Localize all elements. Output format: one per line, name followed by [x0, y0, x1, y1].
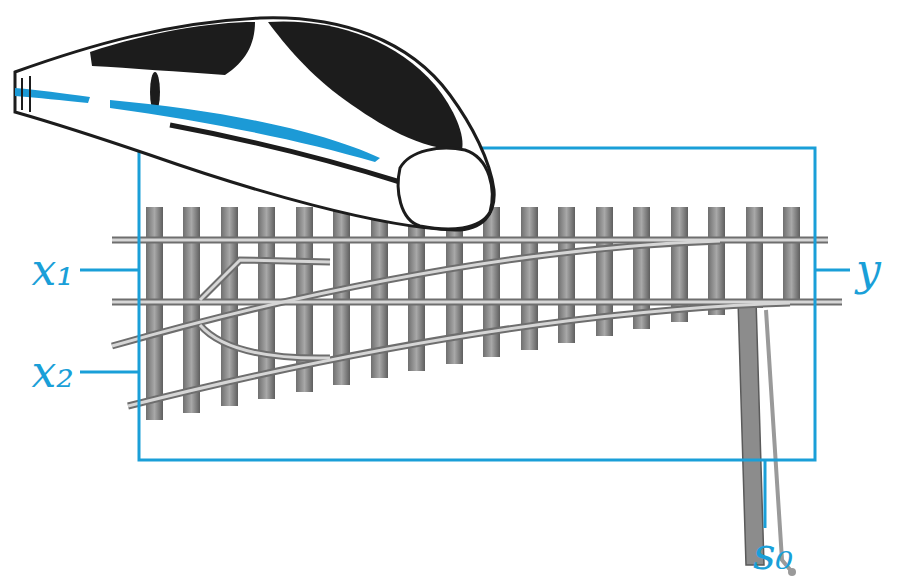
rails [112, 240, 842, 406]
signal-label: y [856, 248, 881, 292]
train-illustration [15, 18, 494, 230]
switch-lever [738, 300, 796, 576]
signal-label: x₁ [32, 248, 74, 292]
switch-box [80, 148, 850, 528]
signal-label: s₀ [753, 532, 793, 576]
signal-label: x₂ [32, 350, 74, 394]
